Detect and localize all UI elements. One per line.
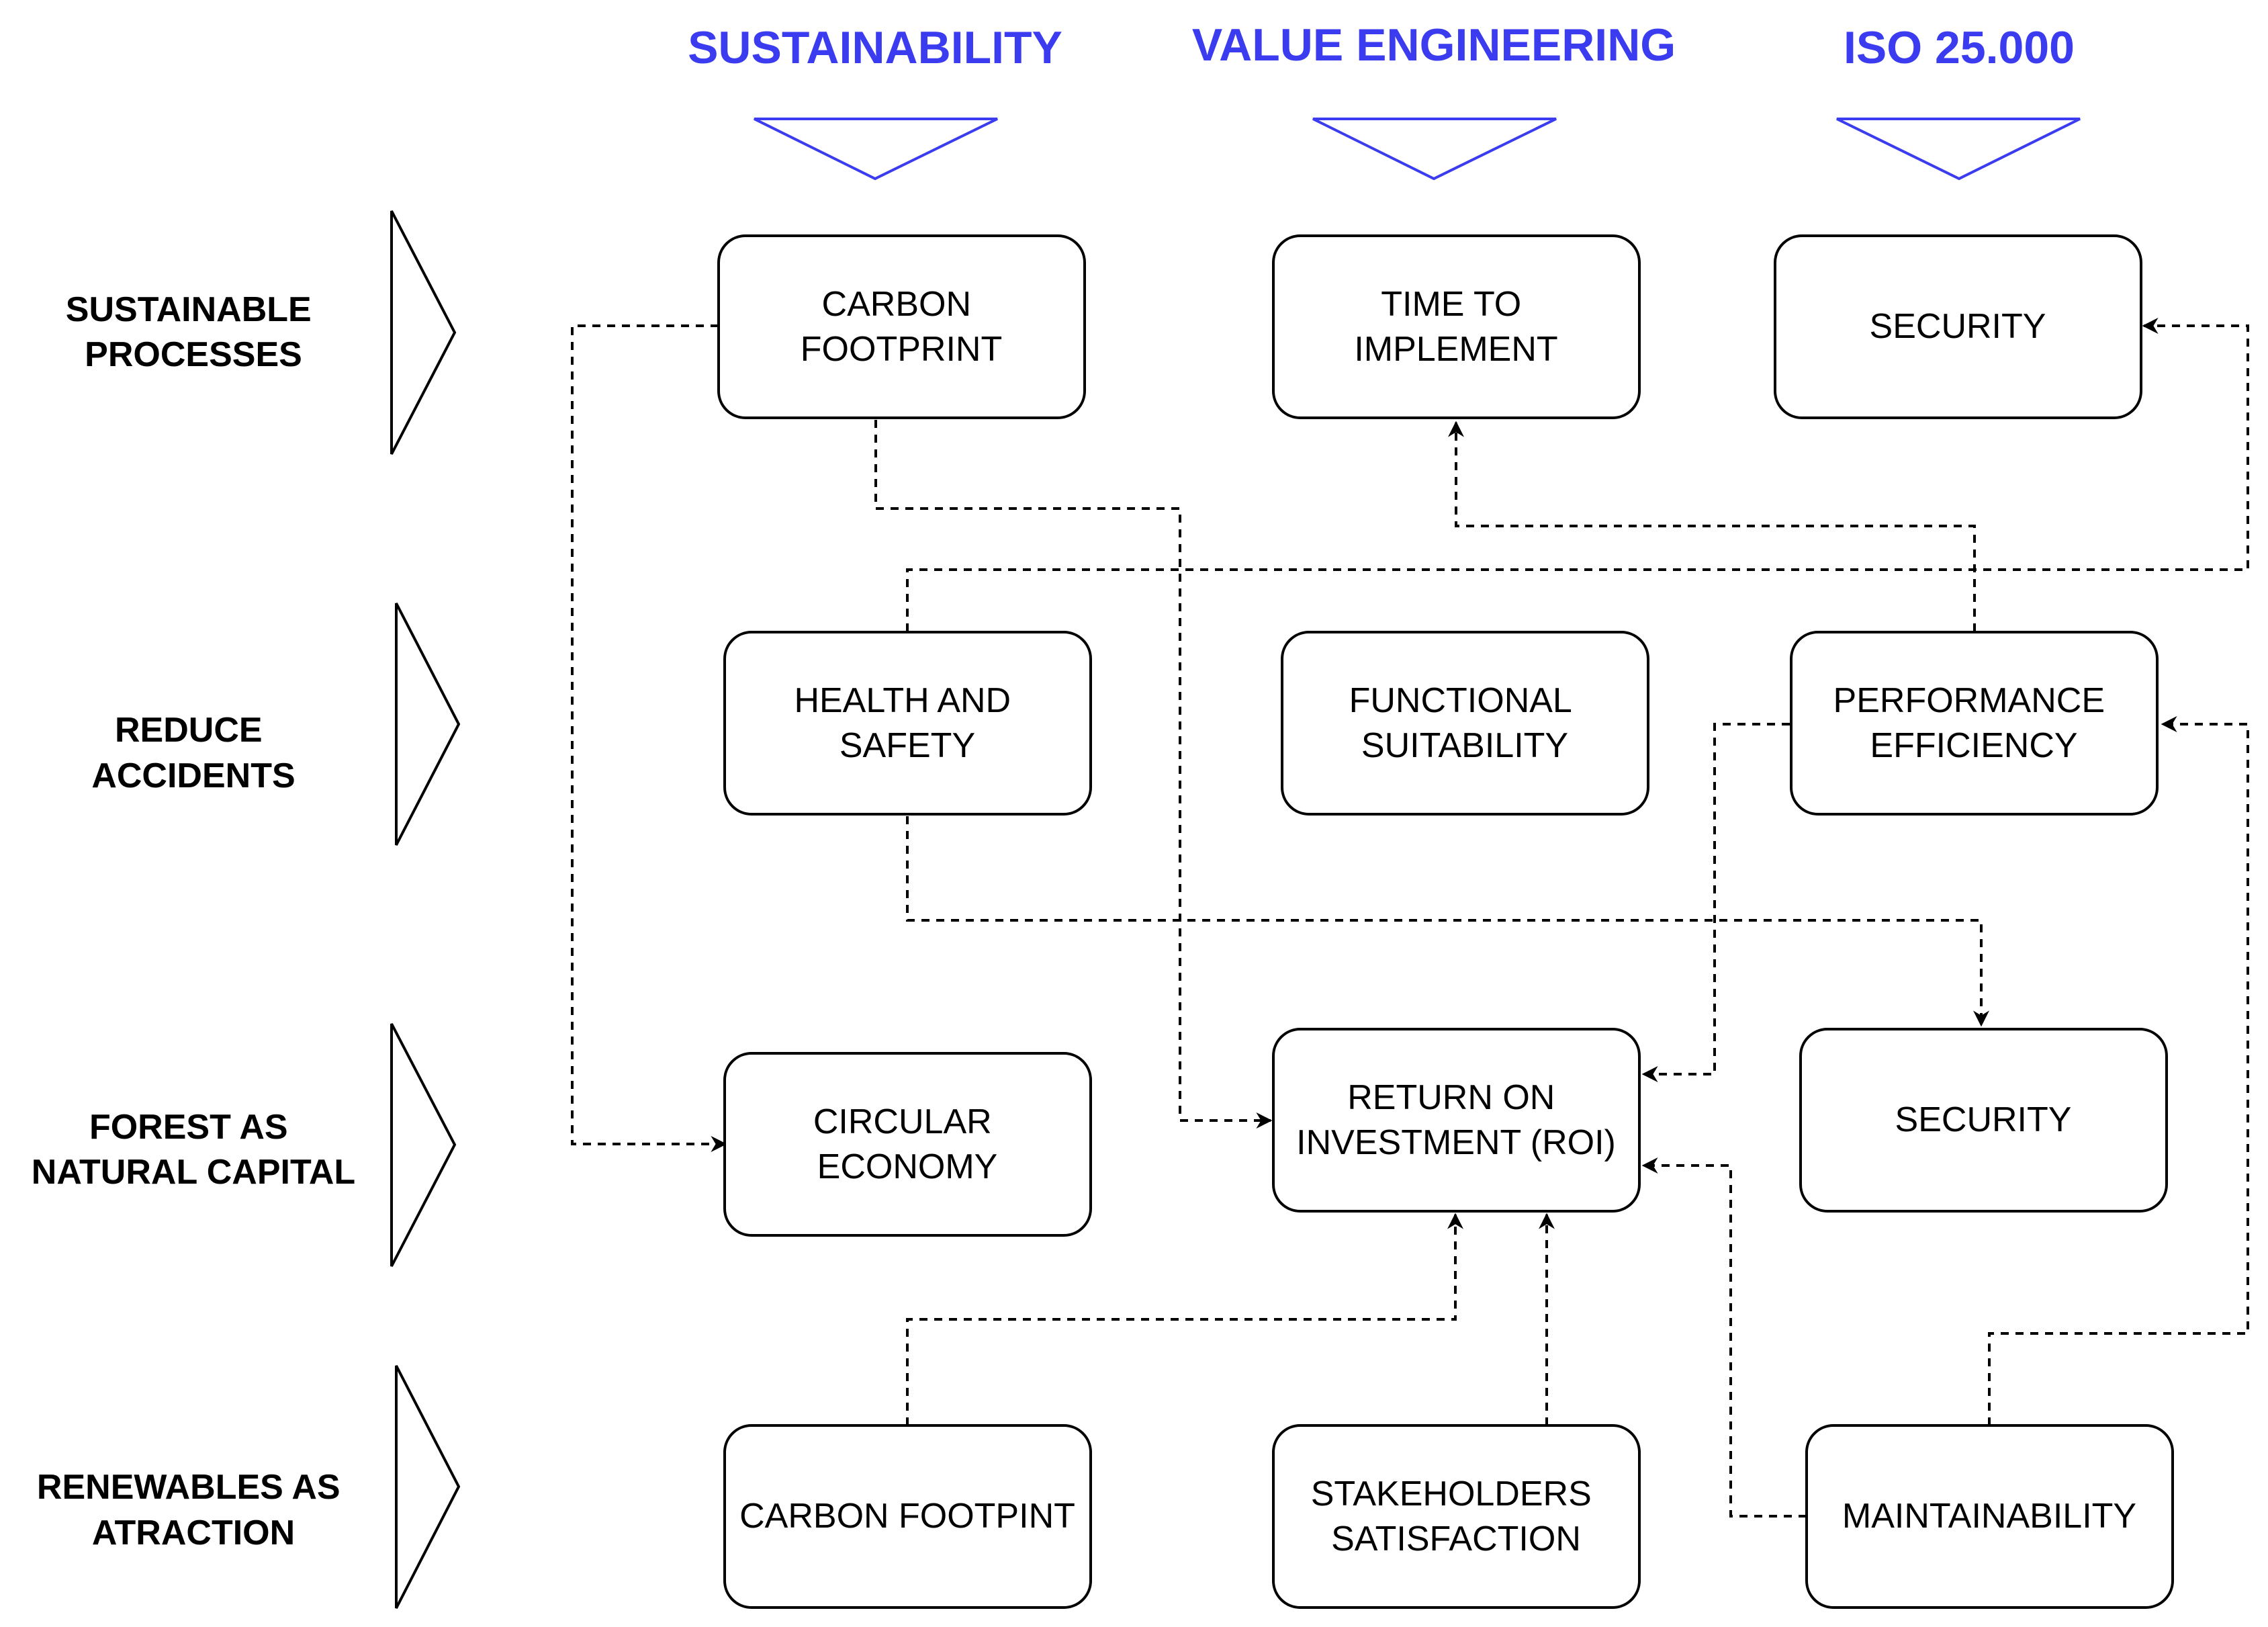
down-triangle-icon — [1836, 118, 2081, 181]
node-label: STAKEHOLDERS SATISFACTION — [1311, 1475, 1601, 1558]
right-triangle-icon — [395, 1365, 461, 1609]
node-label: MAINTAINABILITY — [1842, 1497, 2136, 1536]
column-header-iso: ISO 25.000 — [1836, 22, 2081, 181]
node-time-to-implement: TIME TO IMPLEMENT — [1272, 234, 1641, 419]
down-triangle-icon — [754, 118, 998, 181]
row-label: SUSTAINABLE PROCESSES — [66, 290, 321, 374]
node-box — [717, 234, 1086, 419]
edge-maintainability-to-performance — [1988, 716, 2249, 1425]
node-box — [1799, 1028, 2168, 1213]
node-circular-economy: CIRCULAR ECONOMY — [723, 1052, 1092, 1237]
node-box — [1272, 1424, 1641, 1609]
node-label: SECURITY — [1895, 1100, 2072, 1139]
node-carbon-footprint: CARBON FOOTPRINT — [717, 234, 1086, 419]
node-health-and-safety: HEALTH AND SAFETY — [723, 631, 1092, 816]
node-performance-efficiency: PERFORMANCE EFFICIENCY — [1790, 631, 2159, 816]
column-title: ISO 25.000 — [1844, 22, 2075, 73]
right-triangle-icon — [390, 210, 457, 455]
node-roi: RETURN ON INVESTMENT (ROI) — [1272, 1028, 1641, 1213]
edge-performance-to-time-to-implement — [1448, 421, 1976, 631]
row-label: REDUCE ACCIDENTS — [91, 711, 295, 795]
node-maintainability: MAINTAINABILITY — [1805, 1424, 2174, 1609]
row-sustainable-processes: SUSTAINABLE PROCESSES — [66, 210, 457, 455]
column-title: SUSTAINABILITY — [688, 22, 1062, 73]
edge-carbon-footprint-to-roi — [874, 420, 1273, 1129]
node-box — [1774, 234, 2142, 419]
node-security-mid: SECURITY — [1799, 1028, 2168, 1213]
node-label: FUNCTIONAL SUITABILITY — [1349, 681, 1581, 765]
down-triangle-icon — [1312, 118, 1557, 181]
node-functional-suitability: FUNCTIONAL SUITABILITY — [1281, 631, 1649, 816]
right-triangle-icon — [390, 1023, 457, 1267]
node-label: PERFORMANCE EFFICIENCY — [1833, 681, 2115, 765]
node-box — [723, 1424, 1092, 1609]
column-title: VALUE ENGINEERING — [1192, 19, 1676, 71]
row-renewables-attraction: RENEWABLES AS ATRACTION — [37, 1365, 461, 1609]
edge-health-safety-to-security-mid — [906, 816, 1989, 1027]
edge-performance-to-roi — [1641, 723, 1790, 1082]
node-box — [1272, 234, 1641, 419]
node-label: CARBON FOOTPINT — [739, 1497, 1075, 1536]
node-label: SECURITY — [1870, 307, 2046, 346]
node-box — [1790, 631, 2159, 816]
node-box — [1805, 1424, 2174, 1609]
row-reduce-accidents: REDUCE ACCIDENTS — [91, 603, 461, 846]
node-carbon-footpint: CARBON FOOTPINT — [723, 1424, 1092, 1609]
node-box — [723, 631, 1092, 816]
node-security-top: SECURITY — [1774, 234, 2142, 419]
column-header-sustainability: SUSTAINABILITY — [688, 22, 1062, 181]
column-header-value-engineering: VALUE ENGINEERING — [1192, 19, 1676, 181]
right-triangle-icon — [395, 603, 461, 846]
edge-carbon-footprint-to-circular-economy — [571, 324, 727, 1152]
node-label: CIRCULAR ECONOMY — [813, 1102, 1001, 1186]
row-label: FOREST AS NATURAL CAPITAL — [32, 1108, 355, 1192]
row-label: RENEWABLES AS ATRACTION — [37, 1468, 350, 1552]
node-label: HEALTH AND SAFETY — [794, 681, 1020, 765]
node-label: CARBON FOOTPRINT — [801, 285, 1002, 369]
node-label: RETURN ON INVESTMENT (ROI) — [1296, 1078, 1616, 1162]
node-box — [723, 1052, 1092, 1237]
node-box — [1272, 1028, 1641, 1213]
edge-carbon-footpint-to-roi — [906, 1213, 1463, 1425]
edge-maintainability-to-roi — [1641, 1157, 1807, 1518]
connectors — [571, 318, 2249, 1518]
node-stakeholders-satisfaction: STAKEHOLDERS SATISFACTION — [1272, 1424, 1641, 1609]
row-forest-natural-capital: FOREST AS NATURAL CAPITAL — [32, 1023, 457, 1267]
node-label: TIME TO IMPLEMENT — [1354, 285, 1557, 369]
node-box — [1281, 631, 1649, 816]
